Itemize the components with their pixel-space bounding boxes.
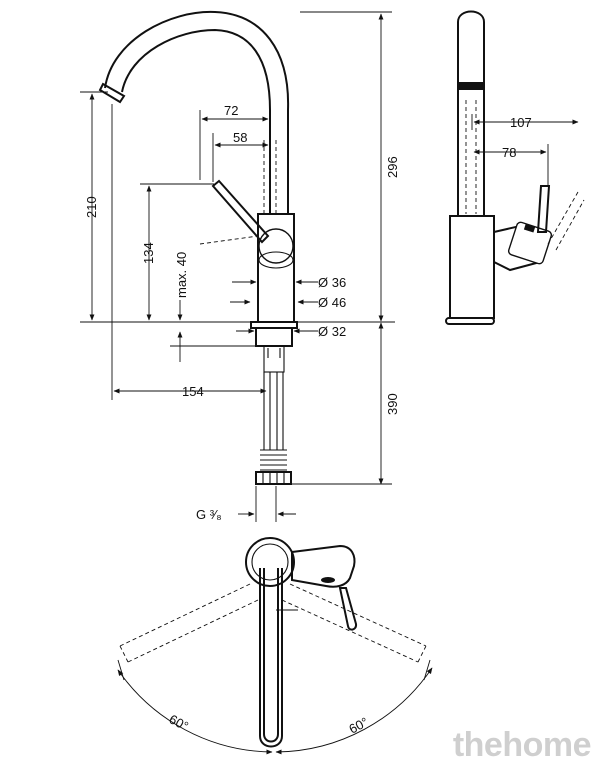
spout-top [259, 568, 283, 748]
base-circle [245, 537, 295, 587]
dim-210: 210 [84, 196, 99, 218]
swing-arc [117, 669, 273, 755]
top-view: 60° 60° [117, 537, 433, 755]
spout-outlet [98, 82, 126, 104]
dim-d46: Ø 46 [318, 295, 346, 310]
dim-d36: Ø 36 [318, 275, 346, 290]
handle-hub [258, 228, 294, 264]
dim-thread: G ³⁄₈ [196, 507, 222, 522]
dim-107: 107 [510, 115, 532, 130]
front-dimensions: 72 58 296 210 134 max. 40 Ø 36 Ø 46 Ø 32… [80, 11, 400, 522]
spout [104, 10, 290, 215]
spout-swing-right [281, 583, 427, 663]
handle-top [291, 544, 356, 588]
dim-390: 390 [385, 393, 400, 415]
dim-78: 78 [502, 145, 516, 160]
dim-154: 154 [182, 384, 204, 399]
side-view: 107 78 [445, 10, 585, 325]
lever-top [338, 587, 358, 631]
dim-58: 58 [233, 130, 247, 145]
dim-296: 296 [385, 156, 400, 178]
front-view [98, 10, 298, 485]
side-lever [536, 185, 551, 233]
dim-134: 134 [141, 242, 156, 264]
watermark: thehome [452, 726, 592, 764]
connector [255, 471, 292, 485]
dim-72: 72 [224, 103, 238, 118]
lever [211, 179, 270, 244]
side-body [449, 215, 495, 319]
dim-max40: max. 40 [174, 252, 189, 298]
spout-swing-left [119, 583, 259, 663]
supply-hose [263, 372, 284, 450]
dim-d32: Ø 32 [318, 324, 346, 339]
side-aerator [458, 82, 484, 90]
side-spout [457, 10, 485, 216]
angle-right: 60° [346, 714, 370, 736]
